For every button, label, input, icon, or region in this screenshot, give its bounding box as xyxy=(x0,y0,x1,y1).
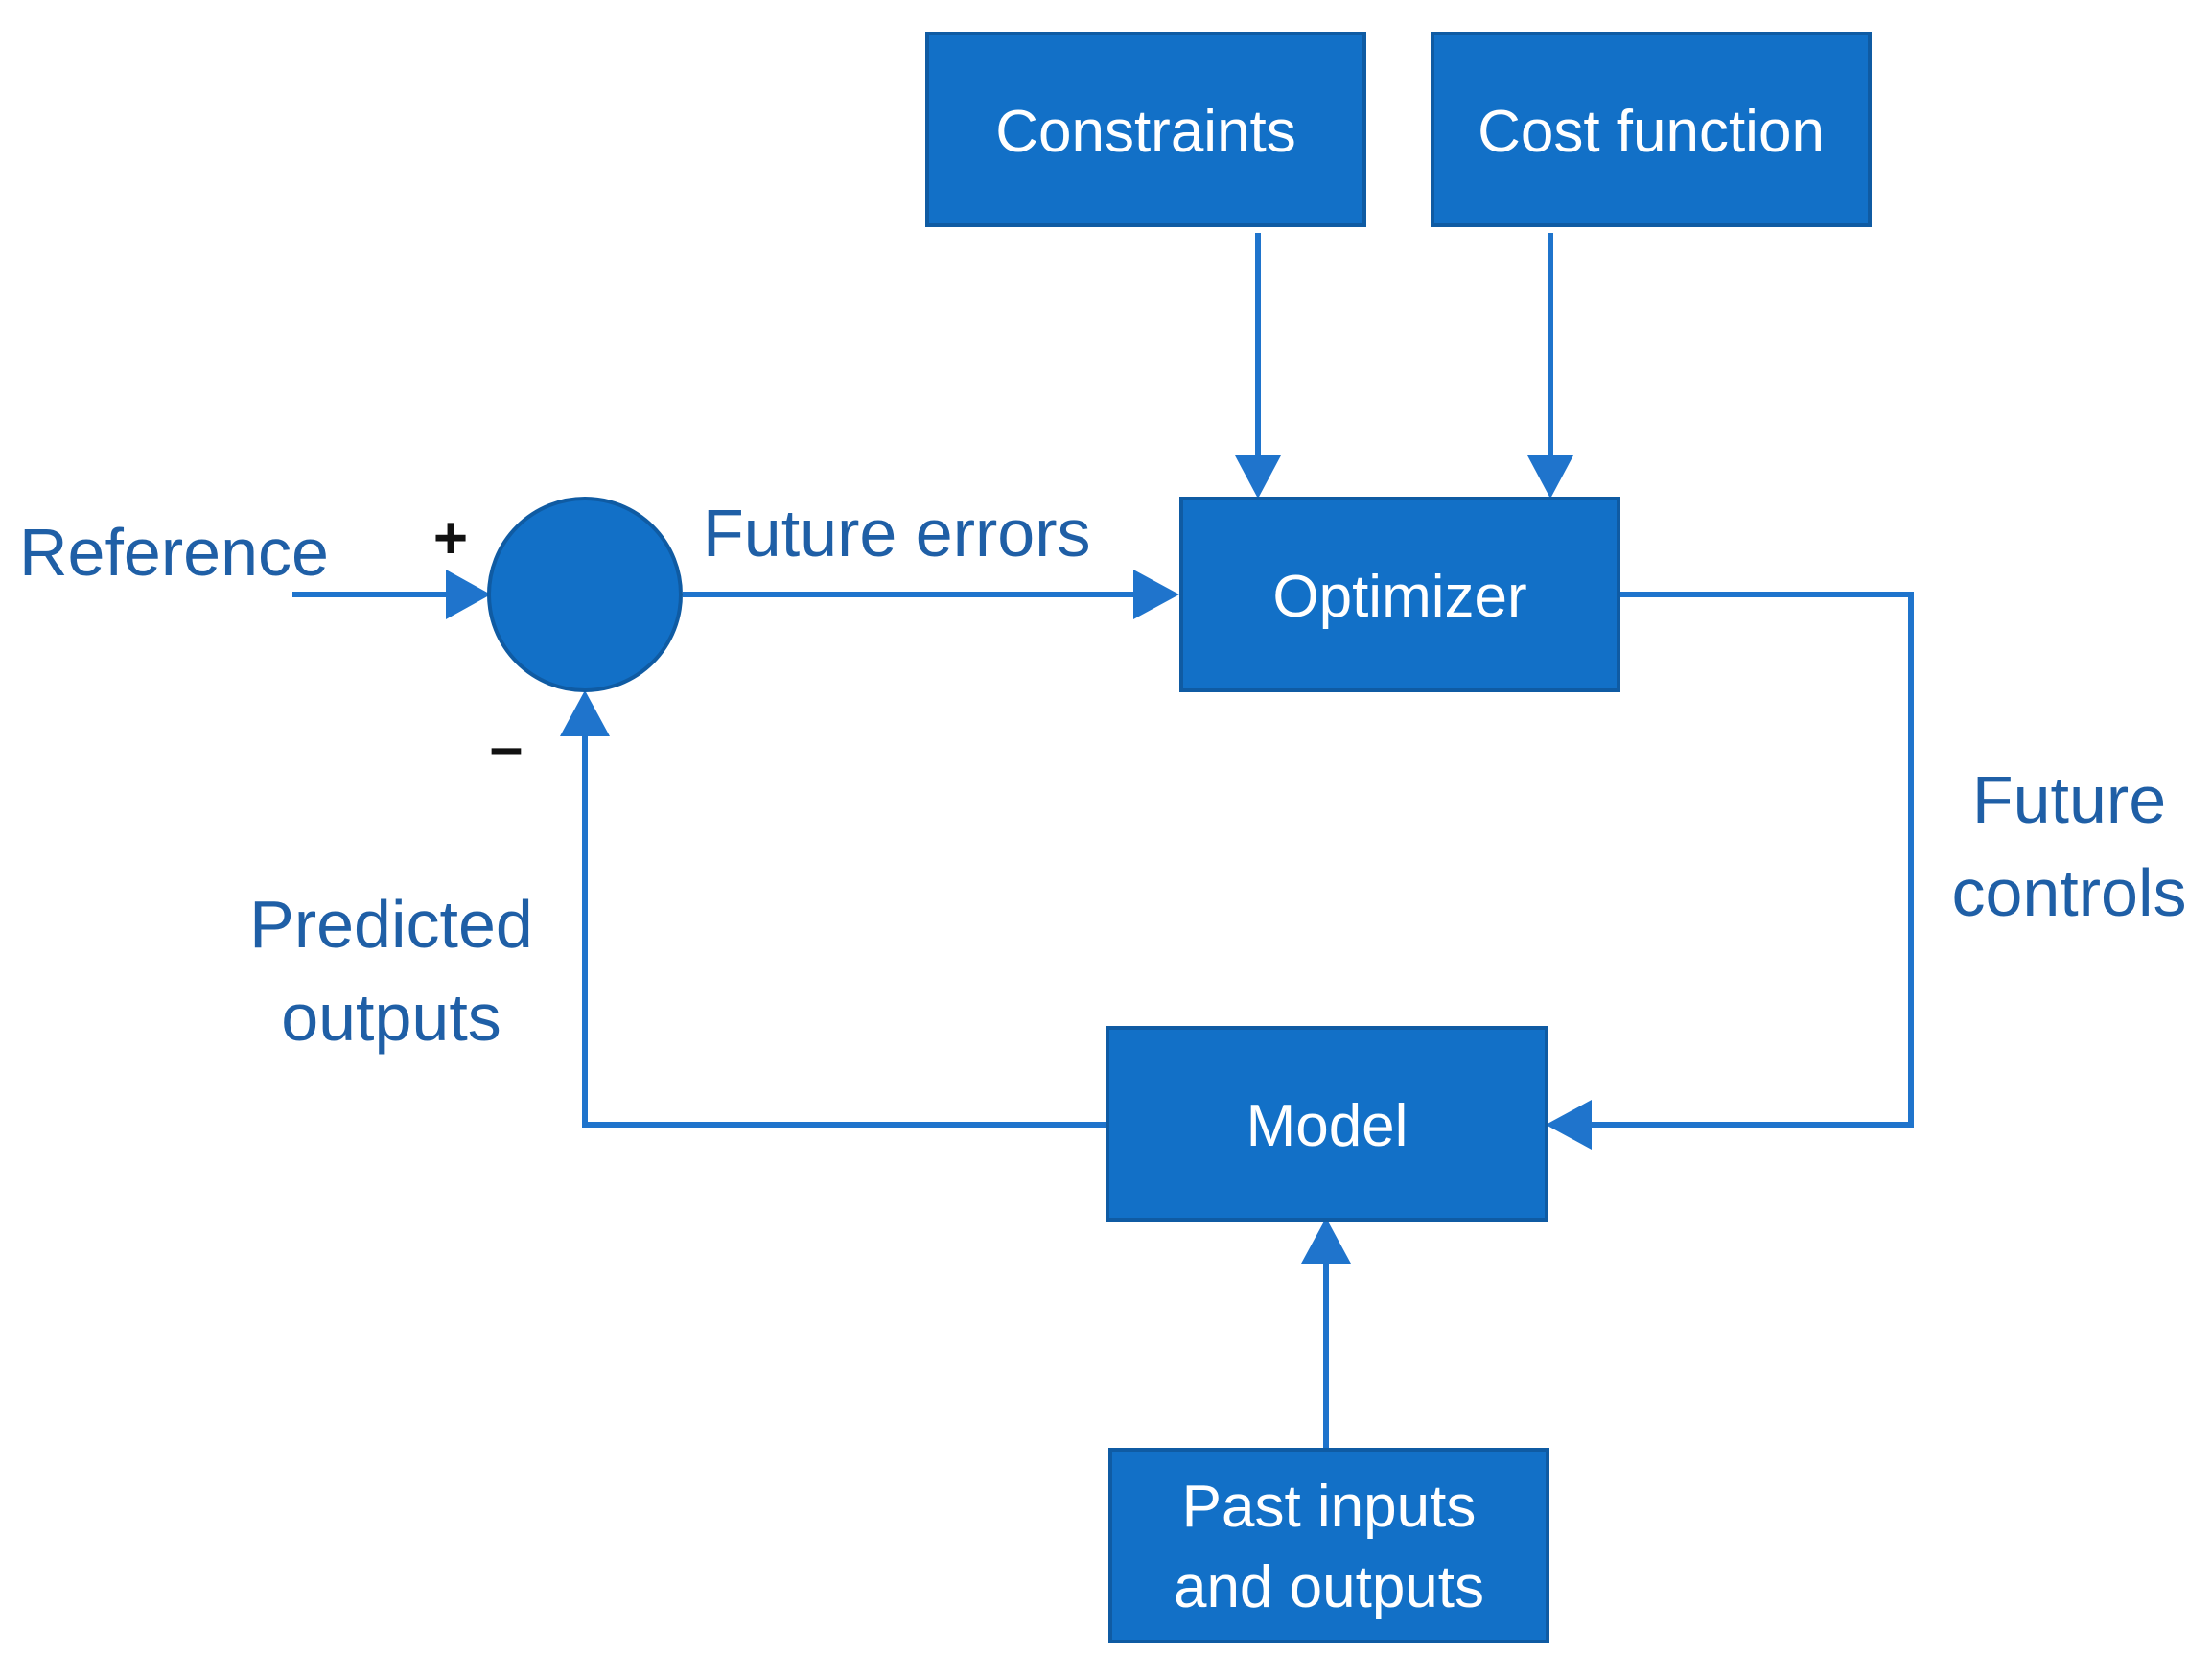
connectors xyxy=(292,233,1914,1448)
optimizer-label: Optimizer xyxy=(1272,564,1526,630)
predicted-outputs-path xyxy=(582,724,1106,1128)
model-label: Model xyxy=(1246,1093,1409,1159)
constraints-label: Constraints xyxy=(995,99,1296,165)
past-inputs-outputs-block: Past inputs and outputs xyxy=(1108,1448,1549,1643)
cost-function-arrowhead xyxy=(1527,455,1573,499)
future-errors-label: Future errors xyxy=(703,496,1091,570)
predicted-outputs-label-line2: outputs xyxy=(281,980,501,1055)
reference-label: Reference xyxy=(19,515,329,590)
summing-junction xyxy=(487,497,683,692)
reference-arrowhead xyxy=(446,570,491,619)
past-data-arrowhead xyxy=(1301,1218,1351,1264)
constraints-arrowhead xyxy=(1235,455,1281,499)
predicted-outputs-label-line1: Predicted xyxy=(249,887,533,962)
past-inputs-label-line2: and outputs xyxy=(1174,1554,1484,1620)
cost-function-block: Cost function xyxy=(1431,32,1872,227)
minus-sign: – xyxy=(490,714,523,780)
optimizer-block: Optimizer xyxy=(1179,497,1620,692)
plus-sign: + xyxy=(433,505,468,571)
future-controls-path xyxy=(1568,592,1914,1128)
cost-function-label: Cost function xyxy=(1478,99,1825,165)
predicted-outputs-arrowhead xyxy=(560,690,610,736)
past-inputs-label-line1: Past inputs xyxy=(1182,1474,1477,1540)
constraints-block: Constraints xyxy=(925,32,1366,227)
future-controls-label-line2: controls xyxy=(1951,855,2186,930)
future-errors-arrowhead xyxy=(1133,570,1179,619)
future-controls-arrowhead xyxy=(1546,1100,1592,1150)
model-block: Model xyxy=(1106,1026,1548,1222)
future-controls-label-line1: Future xyxy=(1972,762,2166,837)
